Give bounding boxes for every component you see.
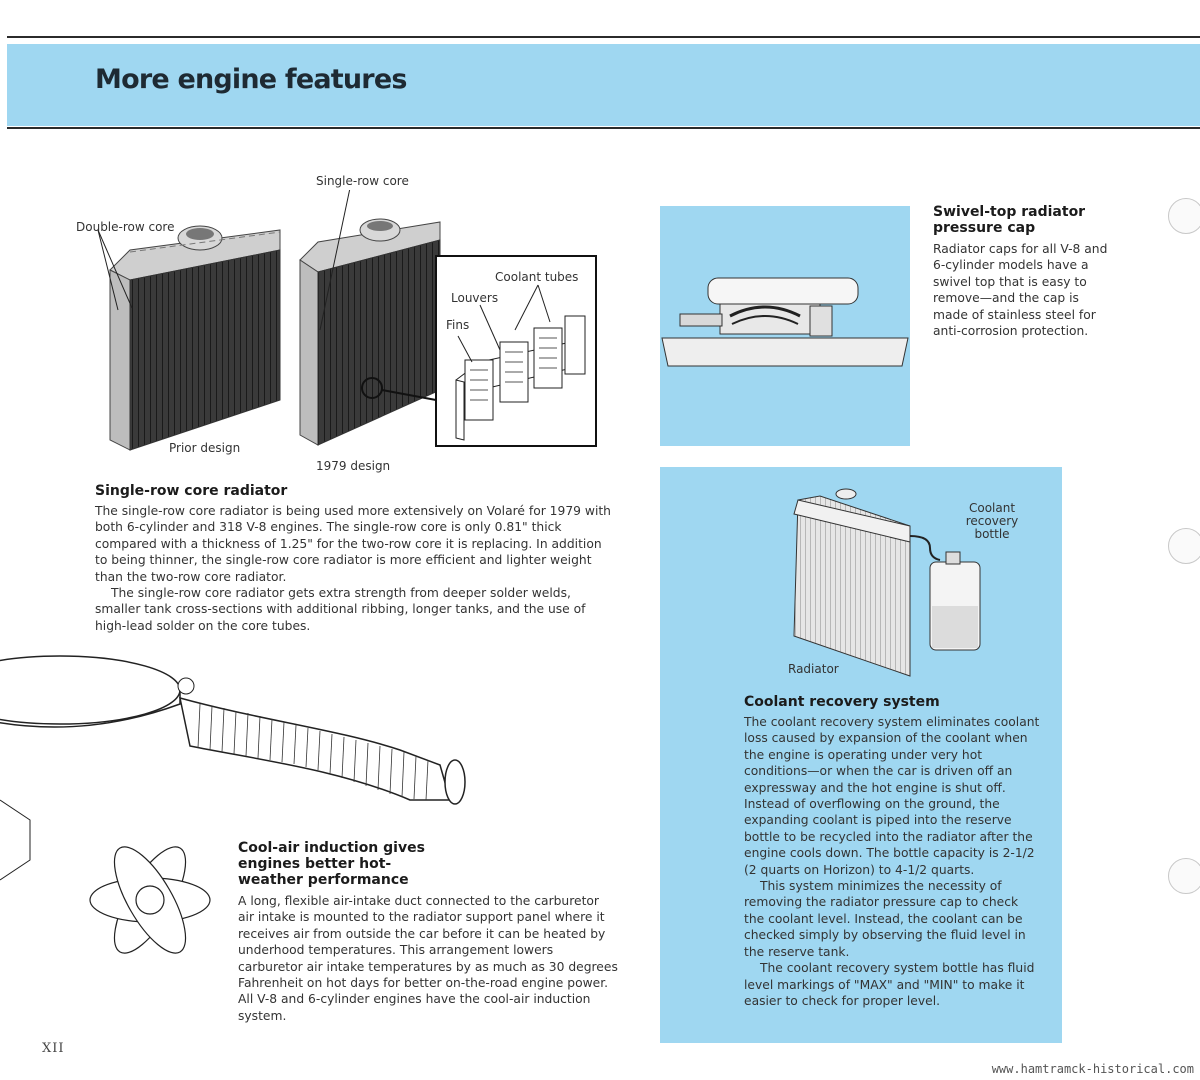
coolant-heading: Coolant recovery system <box>744 694 940 710</box>
page-title: More engine features <box>95 64 407 95</box>
pressure-cap-text: Radiator caps for all V-8 and 6-cylinder… <box>933 242 1108 339</box>
coolant-tube-detail <box>455 315 586 441</box>
binder-hole <box>1168 528 1200 564</box>
top-rule <box>7 36 1200 38</box>
coolant-paragraph: The coolant recovery system bottle has f… <box>744 961 1035 1008</box>
binder-hole <box>1168 198 1200 234</box>
watermark: www.hamtramck-historical.com <box>991 1062 1194 1076</box>
radiator-paragraph: The single-row core radiator gets extra … <box>95 586 586 633</box>
radiator-heading: Single-row core radiator <box>95 483 288 499</box>
induction-heading: Cool-air induction gives engines better … <box>238 840 425 888</box>
radiator-paragraph: The single-row core radiator is being us… <box>95 504 611 584</box>
coolant-recovery-illustration <box>793 488 981 677</box>
double-row-core-label: Double-row core <box>76 220 175 234</box>
header-band <box>7 44 1200 126</box>
binder-hole <box>1168 858 1200 894</box>
radiator-label: Radiator <box>788 662 839 676</box>
radiator-body: The single-row core radiator is being us… <box>95 503 615 634</box>
design-1979-label: 1979 design <box>316 459 391 473</box>
page-number: XII <box>42 1041 65 1056</box>
pressure-cap-illustration-panel <box>660 206 910 446</box>
coolant-paragraph: The coolant recovery system eliminates c… <box>744 715 1040 877</box>
coolant-bottle-label: Coolant recovery bottle <box>965 501 1019 541</box>
induction-text: A long, flexible air-intake duct connect… <box>238 894 618 1023</box>
fins-label: Fins <box>446 318 470 332</box>
cool-air-induction-illustration <box>0 655 466 954</box>
louvers-label: Louvers <box>451 291 499 305</box>
coolant-paragraph: This system minimizes the necessity of r… <box>744 879 1026 959</box>
pressure-cap-illustration <box>661 277 909 367</box>
single-row-core-label: Single-row core <box>316 174 409 188</box>
prior-design-radiator <box>109 225 281 451</box>
design-1979-radiator <box>299 218 441 446</box>
header-bottom-rule <box>7 127 1200 129</box>
pressure-cap-heading: Swivel-top radiator pressure cap <box>933 204 1086 236</box>
radiator-comparison-illustration <box>97 190 597 451</box>
coolant-tubes-label: Coolant tubes <box>495 270 579 284</box>
coolant-body: The coolant recovery system eliminates c… <box>744 714 1042 1009</box>
prior-design-label: Prior design <box>169 441 241 455</box>
